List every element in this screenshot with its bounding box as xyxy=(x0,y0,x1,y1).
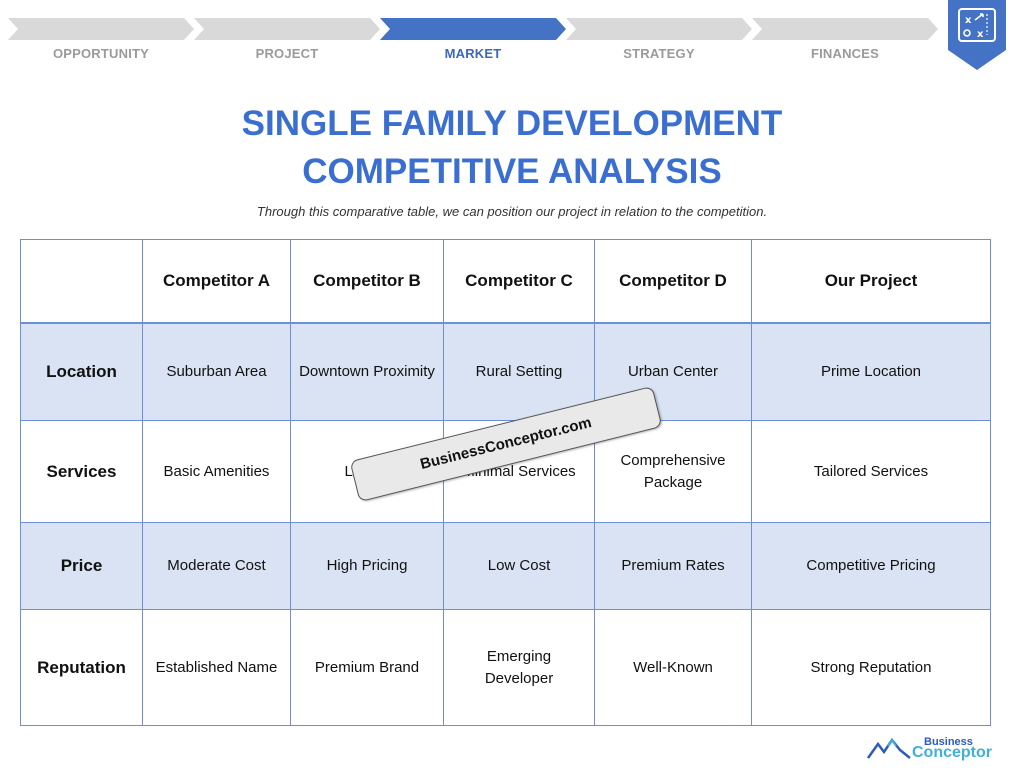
page-title: SINGLE FAMILY DEVELOPMENT COMPETITIVE AN… xyxy=(0,100,1024,196)
table-header-row: Competitor A Competitor B Competitor C C… xyxy=(20,239,991,324)
table-header-cell: Competitor B xyxy=(290,239,444,324)
table-cell: Competitive Pricing xyxy=(751,522,991,610)
table-row: Price Moderate Cost High Pricing Low Cos… xyxy=(20,522,991,610)
table-cell: Tailored Services xyxy=(751,420,991,523)
svg-text:x: x xyxy=(977,29,984,40)
table-header-cell: Our Project xyxy=(751,239,991,324)
row-header-cell: Location xyxy=(20,322,143,421)
step-label: FINANCES xyxy=(810,46,880,61)
step-finances[interactable]: FINANCES xyxy=(752,18,938,68)
mountain-logo-icon xyxy=(866,737,911,759)
table-cell: Premium Brand xyxy=(290,609,444,726)
step-market[interactable]: MARKET xyxy=(380,18,566,68)
table-cell: Strong Reputation xyxy=(751,609,991,726)
table-cell: Emerging Developer xyxy=(443,609,595,726)
step-label: MARKET xyxy=(444,46,502,61)
row-header-cell: Services xyxy=(20,420,143,523)
competitive-analysis-table: Competitor A Competitor B Competitor C C… xyxy=(20,239,991,726)
strategy-board-icon: x x xyxy=(948,0,1006,70)
step-arrow-shape xyxy=(566,18,752,40)
step-arrow-shape xyxy=(380,18,566,40)
table-cell: Rural Setting xyxy=(443,322,595,421)
table-row: Location Suburban Area Downtown Proximit… xyxy=(20,322,991,421)
business-conceptor-logo: Business Conceptor xyxy=(866,734,996,764)
page-subtitle: Through this comparative table, we can p… xyxy=(256,204,768,219)
svg-text:x: x xyxy=(965,15,972,26)
row-header-cell: Price xyxy=(20,522,143,610)
step-arrow-shape xyxy=(8,18,194,40)
table-cell: Suburban Area xyxy=(142,322,291,421)
step-opportunity[interactable]: OPPORTUNITY xyxy=(8,18,194,68)
logo-line-2: Conceptor xyxy=(912,744,992,761)
table-cell: Basic Amenities xyxy=(142,420,291,523)
table-cell: Low Cost xyxy=(443,522,595,610)
table-row: Reputation Established Name Premium Bran… xyxy=(20,609,991,726)
table-header-cell xyxy=(20,239,143,324)
table-header-cell: Competitor A xyxy=(142,239,291,324)
step-label: STRATEGY xyxy=(623,46,695,61)
table-cell: High Pricing xyxy=(290,522,444,610)
title-line-2: COMPETITIVE ANALYSIS xyxy=(302,152,722,191)
title-line-1: SINGLE FAMILY DEVELOPMENT xyxy=(241,104,783,143)
table-cell: Well-Known xyxy=(594,609,752,726)
step-strategy[interactable]: STRATEGY xyxy=(566,18,752,68)
row-header-cell: Reputation xyxy=(20,609,143,726)
step-label: OPPORTUNITY xyxy=(52,46,150,61)
table-cell: Downtown Proximity xyxy=(290,322,444,421)
step-project[interactable]: PROJECT xyxy=(194,18,380,68)
table-cell: Established Name xyxy=(142,609,291,726)
step-label: PROJECT xyxy=(255,46,319,61)
table-cell: Prime Location xyxy=(751,322,991,421)
table-header-cell: Competitor C xyxy=(443,239,595,324)
step-arrow-shape xyxy=(752,18,938,40)
table-cell: Moderate Cost xyxy=(142,522,291,610)
step-arrow-shape xyxy=(194,18,380,40)
table-header-cell: Competitor D xyxy=(594,239,752,324)
logo-line-1: Business xyxy=(924,736,973,748)
progress-steps: OPPORTUNITY PROJECT MARKET STRATEGY FINA… xyxy=(8,18,938,68)
table-cell: Urban Center xyxy=(594,322,752,421)
table-cell: Premium Rates xyxy=(594,522,752,610)
